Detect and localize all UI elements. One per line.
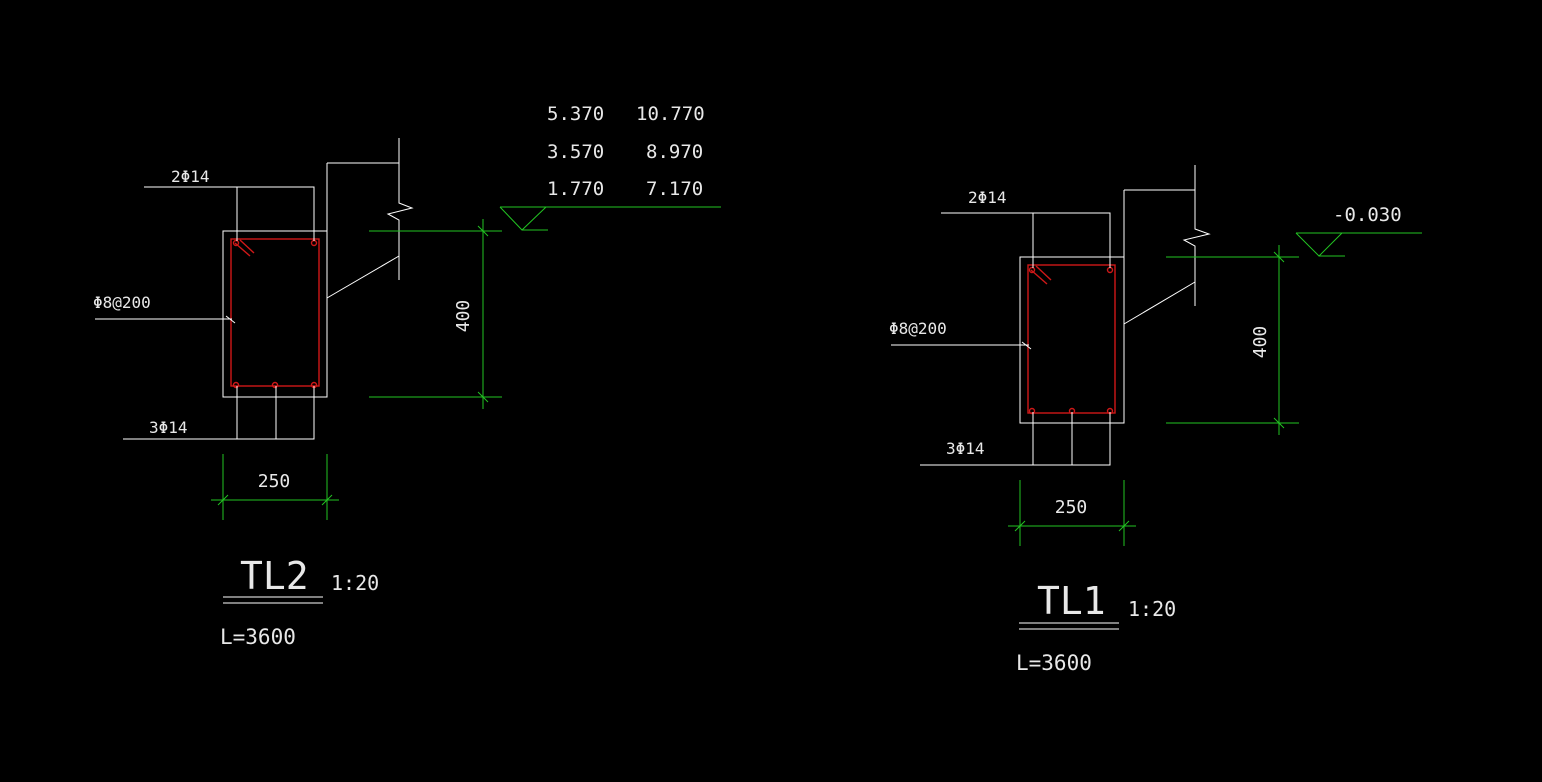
stair-slope xyxy=(326,255,400,299)
stirrup xyxy=(230,238,320,387)
stirrup-label: Φ8@200 xyxy=(93,293,151,312)
bottom-bars-label: 3Φ14 xyxy=(946,439,985,458)
leader-top-bars xyxy=(144,186,315,241)
elevation-b-2: 8.970 xyxy=(646,141,703,163)
section-title: TL2 xyxy=(240,554,309,598)
section-length: L=3600 xyxy=(1016,651,1092,675)
section-tl2: 2Φ14 Φ8@200 3Φ14 250 400 5.370 10.770 3.… xyxy=(93,103,721,649)
section-length: L=3600 xyxy=(220,625,296,649)
break-line xyxy=(386,138,414,280)
elevation-a-2: 3.570 xyxy=(547,141,604,163)
section-title: TL1 xyxy=(1037,579,1106,623)
elevation-b-1: 10.770 xyxy=(636,103,705,125)
beam-outline xyxy=(222,230,328,398)
rebar-dot xyxy=(1106,266,1114,274)
section-tl1: 2Φ14 Φ8@200 3Φ14 250 400 -0.030 TL1 1:20… xyxy=(889,165,1422,675)
width-dimension-text: 250 xyxy=(258,471,291,492)
stirrup-hook xyxy=(1035,265,1052,281)
rebar-dot xyxy=(232,381,240,389)
leader-bottom-bars xyxy=(920,412,1111,466)
rebar-dot xyxy=(310,239,318,247)
rebar-dot xyxy=(1028,266,1036,274)
elevation-b-3: 7.170 xyxy=(646,178,703,200)
stirrup-hook xyxy=(239,239,255,254)
stirrup-label: Φ8@200 xyxy=(889,319,947,338)
stair-slope xyxy=(1123,281,1196,325)
elevation-value: -0.030 xyxy=(1333,204,1402,226)
section-scale: 1:20 xyxy=(331,571,379,595)
dim-tick xyxy=(1014,520,1026,532)
leader-tick xyxy=(225,315,236,324)
elevation-triangle xyxy=(499,206,547,231)
dim-tick xyxy=(477,391,489,403)
top-bars-label: 2Φ14 xyxy=(968,188,1007,207)
top-bars-label: 2Φ14 xyxy=(171,167,210,186)
height-dimension-text: 400 xyxy=(1250,326,1271,359)
leader-top-bars xyxy=(941,212,1111,268)
dim-tick xyxy=(477,225,489,237)
dim-tick xyxy=(1273,417,1285,429)
dim-tick xyxy=(1273,251,1285,263)
bottom-bars-label: 3Φ14 xyxy=(149,418,188,437)
elevation-a-3: 1.770 xyxy=(547,178,604,200)
rebar-dot xyxy=(1028,407,1036,415)
leader-tick xyxy=(1021,341,1032,350)
beam-outline xyxy=(1019,256,1125,424)
elevation-a-1: 5.370 xyxy=(547,103,604,125)
height-dimension-text: 400 xyxy=(453,300,474,333)
section-scale: 1:20 xyxy=(1128,597,1176,621)
rebar-dot xyxy=(271,381,279,389)
dim-tick xyxy=(1118,520,1130,532)
break-line xyxy=(1182,165,1211,306)
leader-bottom-bars xyxy=(123,386,315,440)
elevation-triangle xyxy=(1295,232,1343,257)
stirrup xyxy=(1027,264,1116,414)
dim-tick xyxy=(217,494,229,506)
dim-tick xyxy=(321,494,333,506)
width-dimension-text: 250 xyxy=(1055,497,1088,518)
rebar-dot xyxy=(232,239,240,247)
